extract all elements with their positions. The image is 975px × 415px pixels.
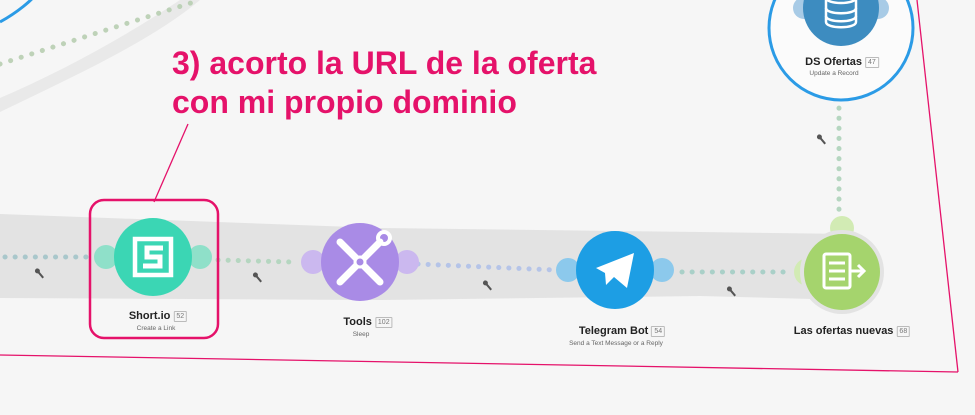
module-tools[interactable] [301,223,419,301]
annotation-pointer [153,123,189,203]
module-id-badge: 52 [173,310,188,322]
feeder-icon [822,252,867,290]
module-label-datastore[interactable]: DS Ofertas 47 [805,56,879,68]
telegram-icon [596,253,634,288]
annotation-line-2: con mi propio dominio [172,84,517,120]
highlight-box [88,198,220,340]
module-name: Short.io [128,310,171,322]
module-subtitle: Send a Text Message or a Reply [569,340,663,347]
module-id-badge: 54 [651,325,666,337]
shortio-logo-icon [132,236,174,278]
module-subtitle: Sleep [352,331,370,338]
module-id-badge: 68 [896,325,911,337]
zone-border-right [916,0,959,373]
module-name: Telegram Bot [578,325,649,337]
connection-shortio-tools[interactable] [215,257,295,265]
module-label-feeder[interactable]: Las ofertas nuevas 68 [793,325,911,337]
module-subtitle: Update a Record [809,70,859,77]
module-subtitle: Create a Link [136,325,176,332]
wrench-icon[interactable] [482,279,493,291]
module-name: DS Ofertas [805,56,863,68]
connection-top[interactable] [0,0,203,67]
module-datastore[interactable] [767,0,915,102]
zone-border-bottom [0,354,959,373]
connection-tools-telegram[interactable] [415,261,558,273]
annotation-line-1: 3) acorto la URL de la oferta [172,45,597,81]
wrench-icon[interactable] [816,133,827,145]
module-id-badge: 102 [374,316,393,328]
module-feeder[interactable] [794,216,884,314]
module-ring-partial[interactable] [0,0,36,24]
module-label-shortio[interactable]: Short.io 52 [128,310,188,322]
wrench-icon[interactable] [34,267,45,279]
module-name: Las ofertas nuevas [793,325,894,337]
module-label-tools[interactable]: Tools 102 [343,316,393,328]
module-shortio[interactable] [94,218,212,296]
wrench-icon[interactable] [252,271,263,283]
database-icon [824,0,858,29]
module-telegram[interactable] [556,231,674,309]
route-band-top [0,0,200,112]
annotation-note: 3) acorto la URL de la oferta con mi pro… [172,44,596,122]
module-label-telegram[interactable]: Telegram Bot 54 [578,325,666,337]
module-name: Tools [343,316,372,328]
wrench-icon[interactable] [726,285,737,297]
tools-icon [336,230,392,286]
module-id-badge: 47 [865,56,879,68]
